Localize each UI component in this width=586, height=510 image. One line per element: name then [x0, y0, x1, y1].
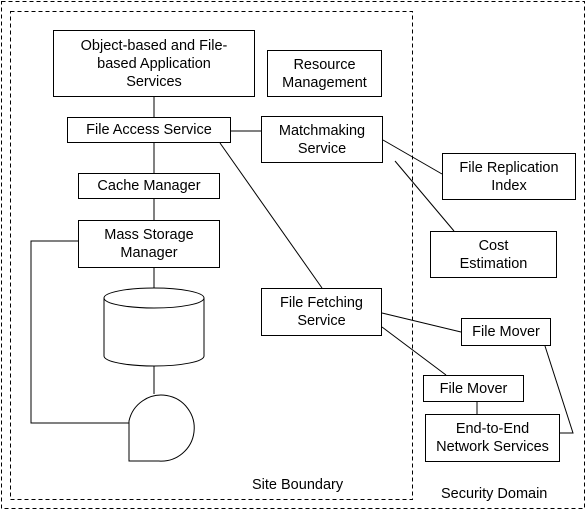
connector-fileaccess-to-fetching: [219, 142, 323, 289]
connector-fetching-to-mover2: [381, 326, 447, 376]
file-mover-2-box: File Mover: [423, 375, 524, 402]
security-domain-label: Security Domain: [441, 486, 548, 502]
network-services-box: End-to-End Network Services: [425, 414, 560, 462]
connector-matchmaking-to-replication: [382, 139, 443, 175]
file-replication-index-box: File Replication Index: [442, 153, 576, 200]
file-mover-1-label: File Mover: [472, 324, 540, 340]
cost-estimation-box: Cost Estimation: [430, 231, 557, 278]
disk-storage-icon: [103, 287, 205, 367]
resource-management-box: Resource Management: [267, 50, 382, 97]
app-services-box: Object-based and File- based Application…: [53, 30, 255, 97]
tape-drive-icon: [128, 394, 195, 462]
connector-fetching-to-mover1: [381, 312, 462, 333]
network-services-label: End-to-End Network Services: [436, 421, 549, 455]
file-access-label: File Access Service: [86, 122, 212, 138]
file-fetching-label: File Fetching Service: [279, 295, 363, 329]
mass-storage-manager-label: Mass Storage Manager: [104, 227, 194, 261]
file-mover-2-label: File Mover: [439, 380, 508, 397]
cache-manager-label: Cache Manager: [97, 178, 201, 194]
matchmaking-label: Matchmaking Service: [278, 122, 366, 157]
mass-storage-manager-box: Mass Storage Manager: [78, 220, 220, 268]
resource-management-label: Resource Management: [282, 56, 367, 91]
app-services-label: Object-based and File- based Application…: [80, 37, 228, 90]
connector-mover1-to-network: [544, 345, 574, 434]
file-fetching-box: File Fetching Service: [261, 288, 382, 336]
cost-estimation-label: Cost Estimation: [459, 237, 528, 272]
cache-manager-box: Cache Manager: [78, 173, 220, 199]
file-access-box: File Access Service: [67, 117, 231, 143]
site-boundary-border: [10, 11, 413, 500]
connector-tape-loop: [30, 240, 129, 424]
site-boundary-label: Site Boundary: [252, 477, 344, 493]
file-replication-index-label: File Replication Index: [459, 159, 559, 194]
matchmaking-box: Matchmaking Service: [261, 116, 383, 163]
connector-matchmaking-to-cost: [394, 160, 455, 232]
file-mover-1-box: File Mover: [461, 318, 551, 346]
